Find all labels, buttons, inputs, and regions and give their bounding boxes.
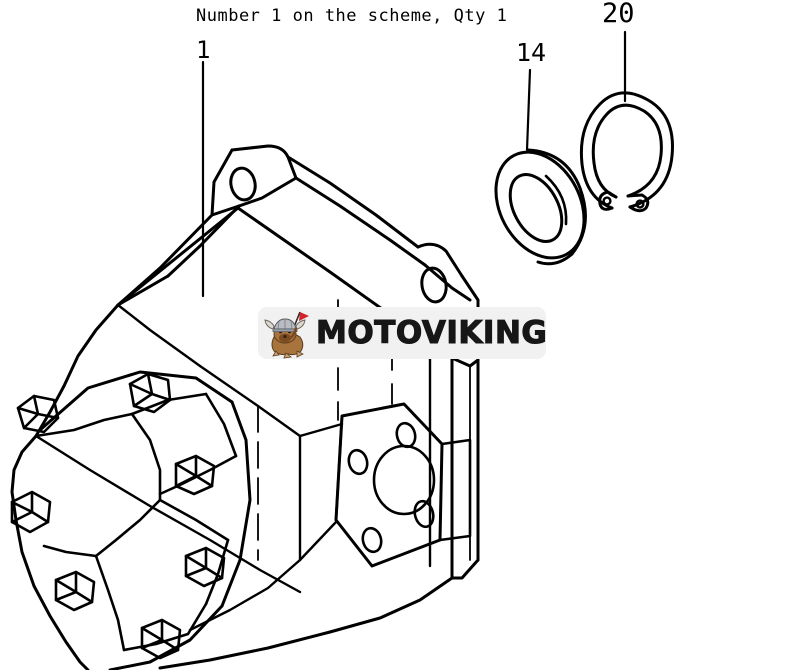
page-title: Number 1 on the scheme, Qty 1 — [196, 6, 508, 26]
callout-label-20: 20 — [602, 0, 635, 29]
part-snap-ring — [579, 91, 674, 213]
snap-ring-outer — [579, 91, 674, 210]
hex-bolt — [54, 570, 96, 612]
port-flange — [334, 402, 472, 568]
flange-bolt-hole-2 — [347, 448, 369, 476]
hex-bolt — [174, 454, 216, 496]
callout-label-14: 14 — [516, 38, 547, 67]
leader-line-14 — [525, 68, 532, 152]
snap-ring-lug-hole-right — [635, 199, 645, 209]
snap-ring-lug-left — [598, 190, 618, 211]
part-hydraulic-pump-housing — [10, 144, 480, 670]
watermark-text: MOTOVIKING — [315, 314, 548, 351]
flange-bolt-hole-1 — [395, 421, 417, 449]
hex-bolt — [10, 490, 52, 534]
flange-bolt-hole-4 — [413, 499, 435, 529]
snap-ring-lug-hole-left — [602, 196, 612, 206]
flange-center-bore — [372, 444, 436, 516]
seal-inner-front — [508, 173, 564, 243]
part-oil-seal — [494, 148, 587, 266]
hex-bolt — [184, 546, 226, 588]
diagram-title-wrap: Number 1 on the scheme, Qty 1 — [196, 6, 576, 26]
flange-bolt-hole-3 — [361, 526, 383, 554]
mounting-ear-hole-right — [420, 266, 448, 304]
hex-bolt — [128, 372, 172, 414]
snap-ring-lug-right — [626, 193, 650, 213]
seal-inner-rear — [544, 174, 568, 226]
callout-label-1: 1 — [196, 36, 211, 64]
seal-outer-rear — [526, 148, 587, 256]
viking-dog-icon — [260, 307, 316, 359]
pump-mounting-face — [10, 370, 252, 670]
snap-ring-inner — [591, 103, 663, 199]
hex-bolt-group — [10, 372, 226, 660]
hex-bolt — [16, 394, 60, 434]
hex-bolt — [140, 618, 182, 660]
mounting-ear-hole-upper — [229, 166, 257, 202]
watermark-badge: MOTOVIKING — [258, 307, 548, 359]
seal-outer-front — [494, 150, 586, 260]
